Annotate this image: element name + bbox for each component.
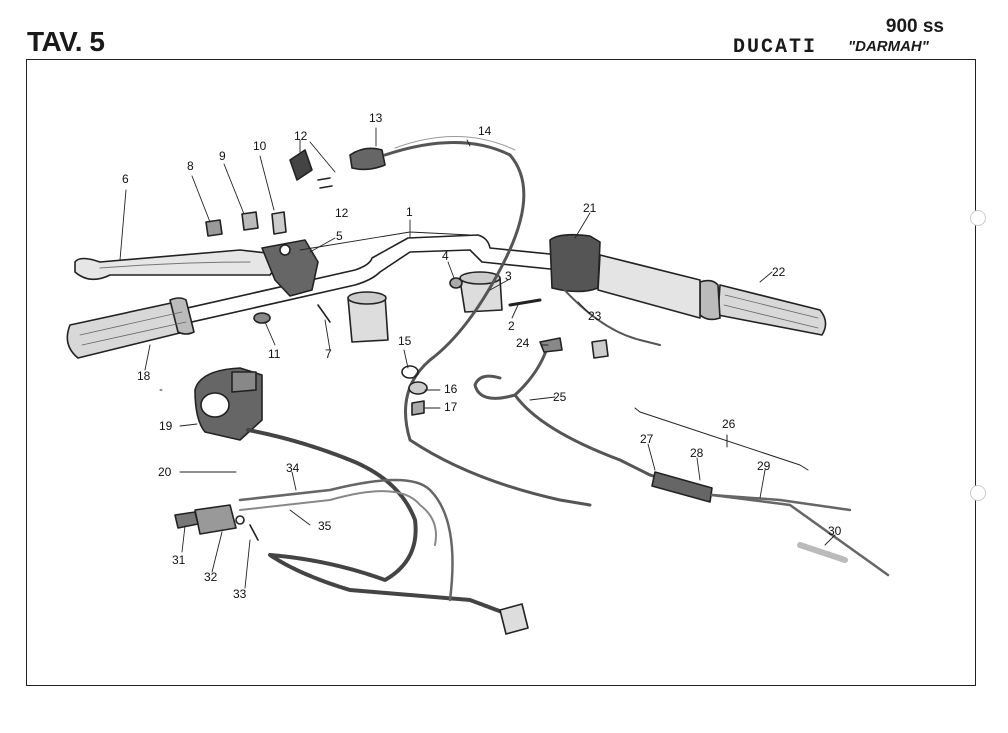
callout-label: 6 — [122, 172, 129, 186]
callout-label: 32 — [204, 570, 218, 584]
callout-label: 30 — [828, 524, 842, 538]
throttle-cable — [383, 141, 592, 507]
callout-label: 8 — [187, 159, 194, 173]
callout-label: 5 — [336, 229, 343, 243]
callout-label: 10 — [253, 139, 267, 153]
callout-label: 27 — [640, 432, 654, 446]
callout-label: 7 — [325, 347, 332, 361]
left-grip — [66, 297, 195, 359]
clutch-lever — [74, 249, 286, 281]
switch-wiring — [246, 428, 512, 617]
callout-label: 19 — [159, 419, 173, 433]
callout-label: 12 — [335, 206, 349, 220]
ignition-switch — [174, 504, 259, 541]
drawing-frame — [26, 59, 976, 686]
callout-label: 31 — [172, 553, 186, 567]
connector-plug — [499, 603, 529, 635]
callout-label: 2 — [508, 319, 515, 333]
plate-number: TAV. 5 — [27, 26, 105, 57]
callout-label: 28 — [690, 446, 704, 460]
callout-label: 17 — [444, 400, 458, 414]
throttle-housing — [549, 233, 701, 319]
callout-label: 4 — [442, 249, 449, 263]
callout-label: 13 — [369, 111, 383, 125]
callout-label: 1 — [406, 205, 413, 219]
switch-cluster — [194, 367, 263, 441]
right-grip — [699, 279, 827, 336]
callout-label: 16 — [444, 382, 458, 396]
callout-label: 3 — [505, 269, 512, 283]
brand-name: DUCATI — [733, 36, 818, 59]
riser-clamp — [347, 291, 389, 343]
callout-label: 25 — [553, 390, 567, 404]
callout-label: 34 — [286, 461, 300, 475]
lever-perch — [261, 239, 319, 297]
callout-label: 29 — [757, 459, 771, 473]
throttle-cable-assembly — [634, 407, 890, 577]
leader-lines — [119, 127, 836, 589]
callout-label: 33 — [233, 587, 247, 601]
callout-label: 18 — [137, 369, 151, 383]
callout-label: 21 — [583, 201, 597, 215]
callout-label: 11 — [268, 347, 281, 361]
callout-label: 35 — [318, 519, 332, 533]
right-switch-wire — [559, 284, 661, 346]
callout-label: 22 — [772, 265, 786, 279]
callout-labels: 1 2 3 4 5 6 7 8 9 10 11 12 12 13 14 15 1… — [122, 111, 842, 601]
callout-label: 14 — [478, 124, 492, 138]
punch-hole-icon — [970, 210, 986, 226]
callout-label: 23 — [588, 309, 602, 323]
handlebar — [89, 234, 716, 346]
choke-cable — [473, 343, 652, 477]
callout-label: 15 — [398, 334, 412, 348]
model-variant: "DARMAH" — [848, 38, 929, 55]
small-parts — [205, 147, 542, 324]
callout-label: 24 — [516, 336, 530, 350]
model-number: 900 ss — [885, 16, 944, 37]
punch-hole-icon — [970, 485, 986, 501]
callout-label: 9 — [219, 149, 226, 163]
callout-label: 12 — [294, 129, 308, 143]
callout-label: 26 — [722, 417, 736, 431]
cable-clip — [401, 365, 428, 416]
brand-logo: DUCATI — [733, 36, 818, 59]
callout-label: 20 — [158, 465, 172, 479]
